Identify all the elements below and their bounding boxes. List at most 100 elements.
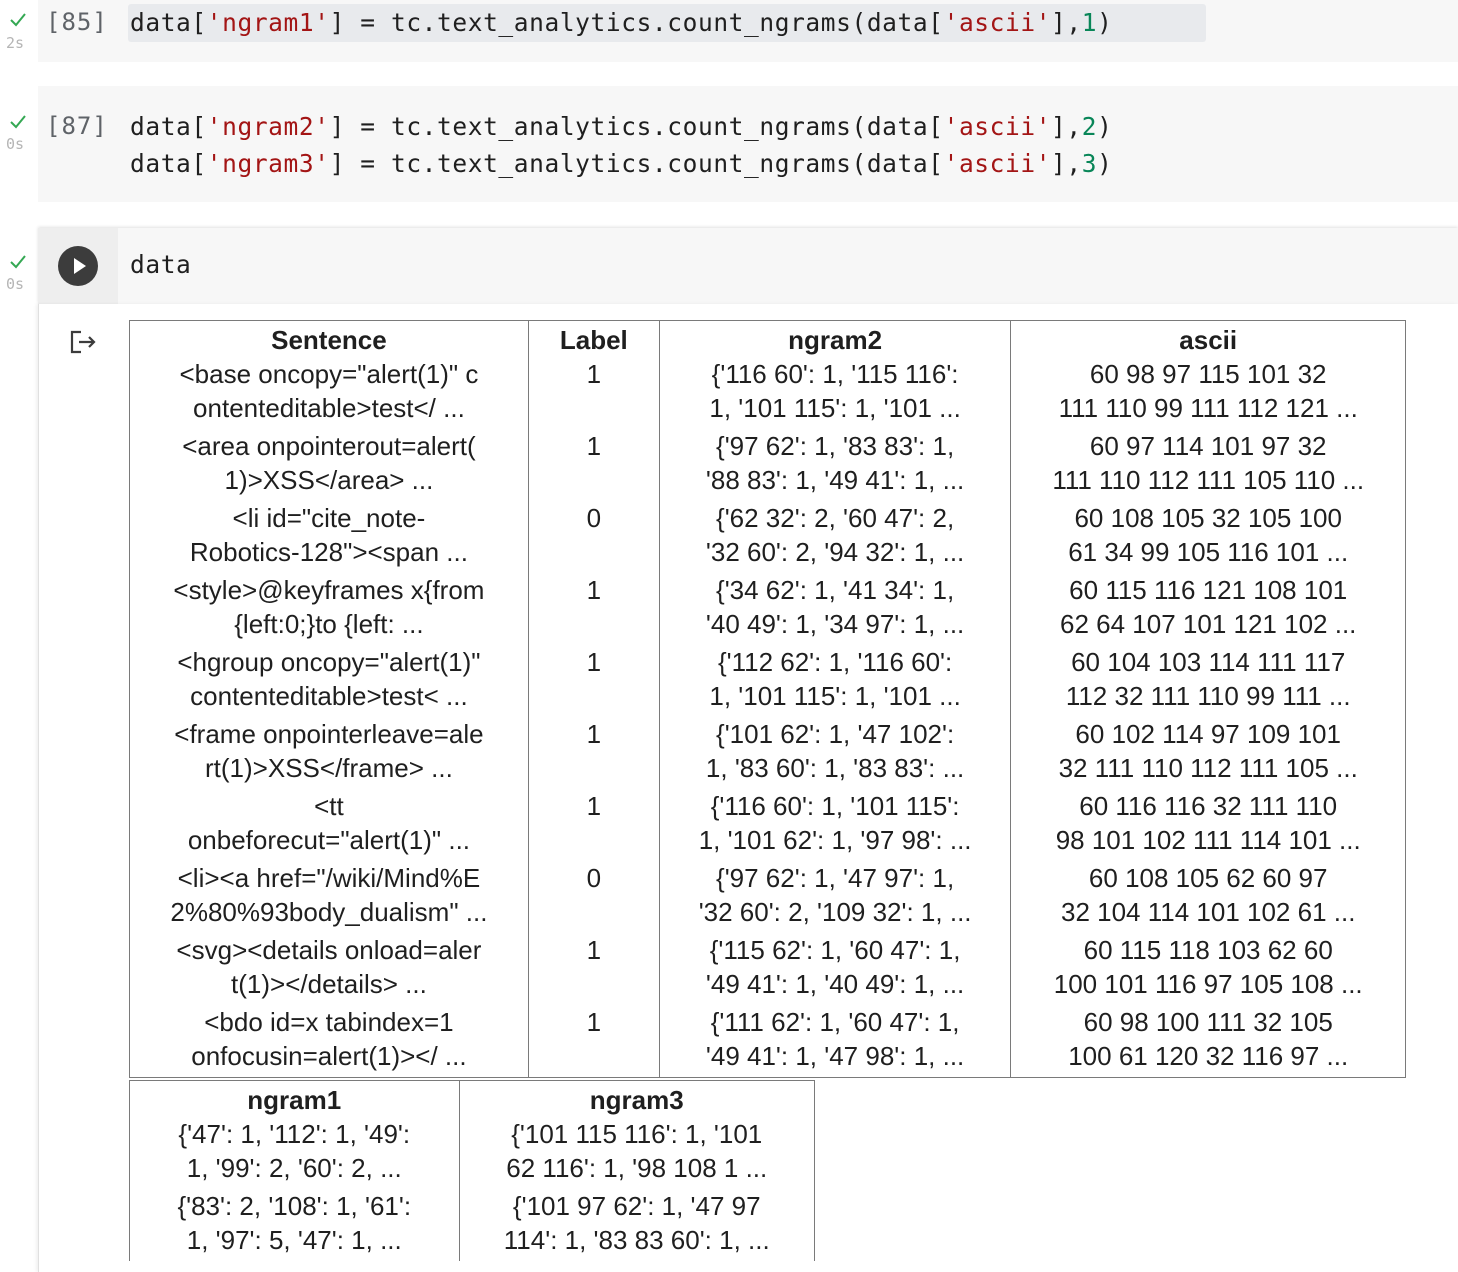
code-token: data[ bbox=[130, 112, 207, 141]
column-header-label: Label bbox=[527, 320, 660, 357]
execution-count: [85] bbox=[46, 8, 108, 36]
string-literal: 'ascii' bbox=[943, 149, 1052, 178]
number-literal: 2 bbox=[1081, 112, 1098, 141]
code-token: ) bbox=[1097, 149, 1113, 178]
table-cell-label: 1 bbox=[527, 357, 660, 429]
code-token: ], bbox=[1051, 149, 1082, 178]
column-header-ascii: ascii bbox=[1010, 320, 1406, 357]
execution-count: [87] bbox=[46, 112, 108, 140]
table-cell-ngram1: {'47': 1, '112': 1, '49':1, '99': 2, '60… bbox=[129, 1117, 460, 1189]
code-line[interactable]: data['ngram3'] = tc.text_analytics.count… bbox=[130, 149, 1112, 178]
table-cell-label: 1 bbox=[527, 1005, 660, 1078]
string-literal: 'ascii' bbox=[943, 8, 1052, 37]
table-cell-label: 1 bbox=[527, 645, 660, 717]
execution-time: 2s bbox=[6, 34, 25, 52]
table-cell-ngram2: {'116 60': 1, '115 116':1, '101 115': 1,… bbox=[658, 357, 1012, 429]
table-cell-sentence: <hgroup oncopy="alert(1)"contenteditable… bbox=[129, 645, 529, 717]
string-literal: 'ngram1' bbox=[206, 8, 330, 37]
number-literal: 1 bbox=[1081, 8, 1098, 37]
column-header-ngram3: ngram3 bbox=[458, 1080, 816, 1117]
play-icon[interactable] bbox=[58, 246, 98, 286]
string-literal: 'ngram3' bbox=[206, 149, 330, 178]
table-row: <li id="cite_note-Robotics-128"><span ..… bbox=[129, 501, 1406, 573]
success-check-icon bbox=[8, 112, 28, 132]
table-row: <area onpointerout=alert(1)>XSS</area> .… bbox=[129, 429, 1406, 501]
string-literal: 'ngram2' bbox=[206, 112, 330, 141]
table-cell-sentence: <style>@keyframes x{from{left:0;}to {lef… bbox=[129, 573, 529, 645]
code-token: data[ bbox=[130, 8, 207, 37]
output-redirect-icon[interactable] bbox=[67, 326, 99, 358]
table-cell-ngram2: {'62 32': 2, '60 47': 2,'32 60': 2, '94 … bbox=[658, 501, 1012, 573]
table-cell-label: 1 bbox=[527, 429, 660, 501]
column-header-ngram1: ngram1 bbox=[129, 1080, 460, 1117]
code-token: ] = tc.text_analytics.count_ngrams(data[ bbox=[329, 149, 944, 178]
table-cell-sentence: <area onpointerout=alert(1)>XSS</area> .… bbox=[129, 429, 529, 501]
table-cell-label: 1 bbox=[527, 933, 660, 1005]
table-cell-ngram2: {'97 62': 1, '47 97': 1,'32 60': 2, '109… bbox=[658, 861, 1012, 933]
column-header-sentence: Sentence bbox=[129, 320, 529, 357]
code-line[interactable]: data bbox=[130, 250, 192, 279]
code-token: ) bbox=[1097, 8, 1113, 37]
table-cell-ngram2: {'97 62': 1, '83 83': 1,'88 83': 1, '49 … bbox=[658, 429, 1012, 501]
code-token: ] = tc.text_analytics.count_ngrams(data[ bbox=[329, 112, 944, 141]
code-line[interactable]: data['ngram2'] = tc.text_analytics.count… bbox=[130, 112, 1112, 141]
execution-time: 0s bbox=[6, 275, 25, 293]
table-cell-ngram2: {'111 62': 1, '60 47': 1,'49 41': 1, '47… bbox=[658, 1005, 1012, 1078]
code-cell-85[interactable]: [85] data['ngram1'] = tc.text_analytics.… bbox=[38, 0, 1458, 62]
code-cell-active[interactable]: data bbox=[38, 228, 1458, 304]
string-literal: 'ascii' bbox=[943, 112, 1052, 141]
table-cell-label: 1 bbox=[527, 789, 660, 861]
table-cell-ngram2: {'115 62': 1, '60 47': 1,'49 41': 1, '40… bbox=[658, 933, 1012, 1005]
table-cell-label: 0 bbox=[527, 501, 660, 573]
execution-time: 0s bbox=[6, 135, 25, 153]
code-token: data[ bbox=[130, 149, 207, 178]
table-cell-sentence: <li id="cite_note-Robotics-128"><span ..… bbox=[129, 501, 529, 573]
run-gutter bbox=[38, 228, 118, 304]
table-row: {'47': 1, '112': 1, '49':1, '99': 2, '60… bbox=[129, 1117, 816, 1189]
table-cell-ngram2: {'116 60': 1, '101 115':1, '101 62': 1, … bbox=[658, 789, 1012, 861]
table-cell-ngram1: {'83': 2, '108': 1, '61':1, '97': 5, '47… bbox=[129, 1189, 460, 1261]
table-row: <hgroup oncopy="alert(1)"contenteditable… bbox=[129, 645, 1406, 717]
success-check-icon bbox=[8, 10, 28, 30]
table-cell-ngram2: {'101 62': 1, '47 102':1, '83 60': 1, '8… bbox=[658, 717, 1012, 789]
current-line-highlight bbox=[128, 4, 1206, 42]
code-token: ], bbox=[1051, 112, 1082, 141]
table-cell-label: 1 bbox=[527, 717, 660, 789]
code-token: ] = tc.text_analytics.count_ngrams(data[ bbox=[329, 8, 944, 37]
code-token: ], bbox=[1051, 8, 1082, 37]
code-line[interactable]: data['ngram1'] = tc.text_analytics.count… bbox=[130, 8, 1112, 37]
code-cell-87[interactable]: [87] data['ngram2'] = tc.text_analytics.… bbox=[38, 86, 1458, 202]
number-literal: 3 bbox=[1081, 149, 1098, 178]
table-cell-label: 1 bbox=[527, 573, 660, 645]
table-cell-ngram2: {'34 62': 1, '41 34': 1,'40 49': 1, '34 … bbox=[658, 573, 1012, 645]
table-cell-label: 0 bbox=[527, 861, 660, 933]
table-cell-ngram2: {'112 62': 1, '116 60':1, '101 115': 1, … bbox=[658, 645, 1012, 717]
